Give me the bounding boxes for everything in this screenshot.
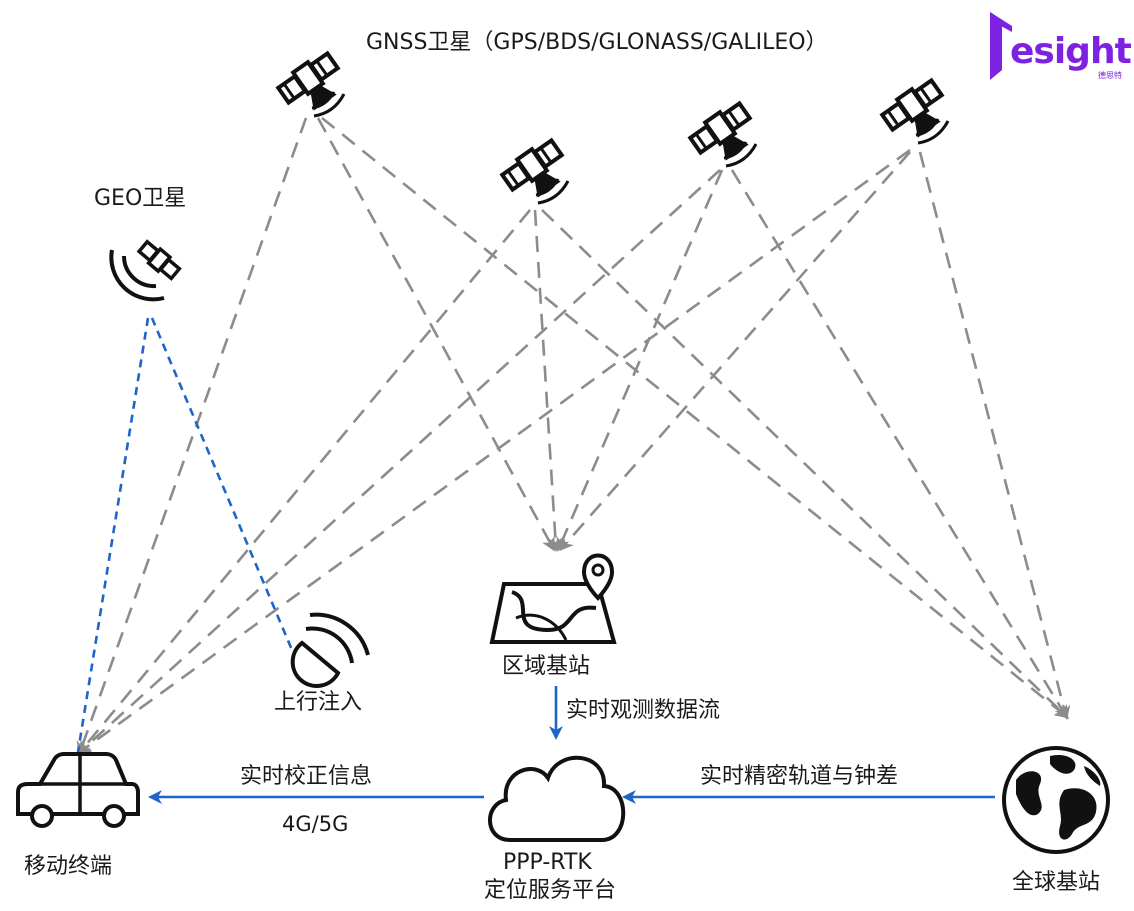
mobile-terminal-label: 移动终端 [24,854,113,879]
globe-icon [1002,746,1110,854]
geo-to-mobile-line [76,317,150,753]
satellite-icon [685,98,764,172]
geo-satellite-label: GEO卫星 [94,186,187,211]
ray-sat1-regional [316,117,555,552]
geo-links [76,317,294,753]
regional-station-label: 区域基站 [502,654,591,679]
network-label: 4G/5G [282,812,349,836]
geo-to-uplink-line [150,317,294,651]
ray-sat2-regional [533,209,563,552]
satellite-icon [273,48,352,122]
realtime-observation-label: 实时观测数据流 [566,698,721,723]
gnss-satellites-label: GNSS卫星（GPS/BDS/GLONASS/GALILEO） [366,30,828,55]
satellite-icon [497,135,576,209]
platform-name-label: PPP-RTK [503,850,592,875]
ray-sat4-regional [559,151,911,552]
ray-sat3-global [730,169,1069,720]
signal-rays [76,116,1071,756]
global-station-label: 全球基站 [1012,870,1101,895]
geo-satellite-icon [109,239,182,302]
cloud-icon [488,755,626,842]
ray-sat4-global [918,151,1071,720]
satellite-icon [877,75,956,149]
uplink-injection-label: 上行注入 [274,690,363,715]
ray-sat4-mobile [76,148,911,755]
ray-sat3-mobile [77,169,721,755]
car-icon [16,752,140,828]
uplink-dish-icon [290,612,370,688]
platform-desc-label: 定位服务平台 [484,878,617,903]
ray-sat2-mobile [77,209,532,756]
precise-orbit-clock-label: 实时精密轨道与钟差 [700,764,899,789]
ray-sat3-regional [556,169,724,552]
ray-sat1-mobile [76,117,308,756]
logo-mark-icon [990,12,1012,80]
logo-text: esight [1010,31,1132,72]
data-flow-arrows [148,686,995,804]
ray-sat1-global [321,116,1070,719]
ray-sat2-global [541,209,1069,719]
logo-subtext: 德思特 [1098,71,1122,80]
map-pin-icon [489,553,617,644]
correction-info-label: 实时校正信息 [240,764,373,789]
